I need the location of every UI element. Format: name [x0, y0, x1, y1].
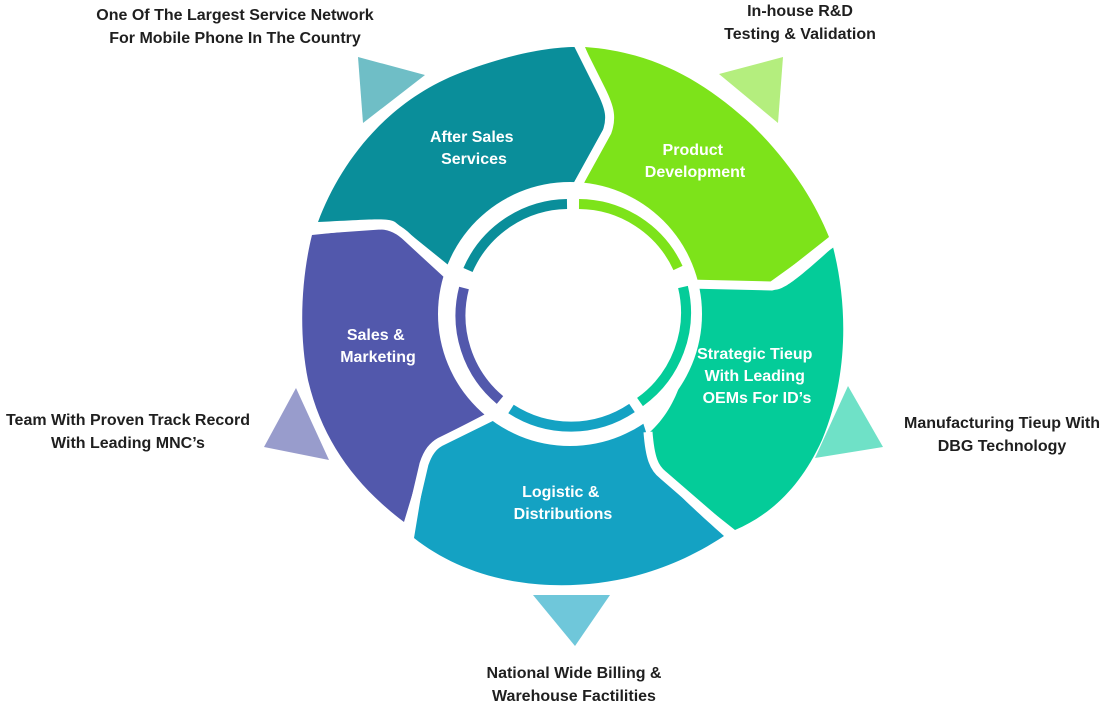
pointer-sales-marketing [264, 388, 329, 460]
inner-arc-product [578, 199, 683, 271]
label-billing: National Wide Billing & Warehouse Factil… [486, 665, 662, 705]
pointer-strategic-tieup [815, 386, 883, 458]
segment-product-development [582, 47, 829, 284]
segment-separators [308, 41, 839, 537]
segment-label-after-sales: After Sales Services [430, 129, 518, 168]
inner-arc-logistic [508, 403, 635, 432]
label-rnd: In-house R&D Testing & Validation [724, 3, 876, 43]
label-team: Team With Proven Track Record With Leadi… [5, 412, 251, 452]
pointer-logistic [533, 595, 610, 646]
label-service-network: One Of The Largest Service Network For M… [96, 7, 374, 47]
inner-ring [455, 199, 692, 432]
segment-after-sales [318, 47, 606, 268]
segment-label-sales-marketing: Sales & Marketing [340, 327, 416, 366]
label-manufacturing: Manufacturing Tieup With DBG Technology [904, 415, 1100, 455]
pointer-after-sales [358, 57, 425, 123]
segment-label-product-development: Product Development [645, 142, 746, 181]
center-disc [438, 182, 702, 446]
pointer-product-development [719, 57, 783, 123]
inner-arc-after-sales [463, 199, 568, 273]
inner-arc-sales [455, 286, 504, 404]
segment-label-strategic-tieup: Strategic Tieup With Leading OEMs For ID… [697, 346, 817, 407]
segment-label-logistic: Logistic & Distributions [514, 484, 613, 523]
inner-arc-strategic [637, 285, 692, 407]
